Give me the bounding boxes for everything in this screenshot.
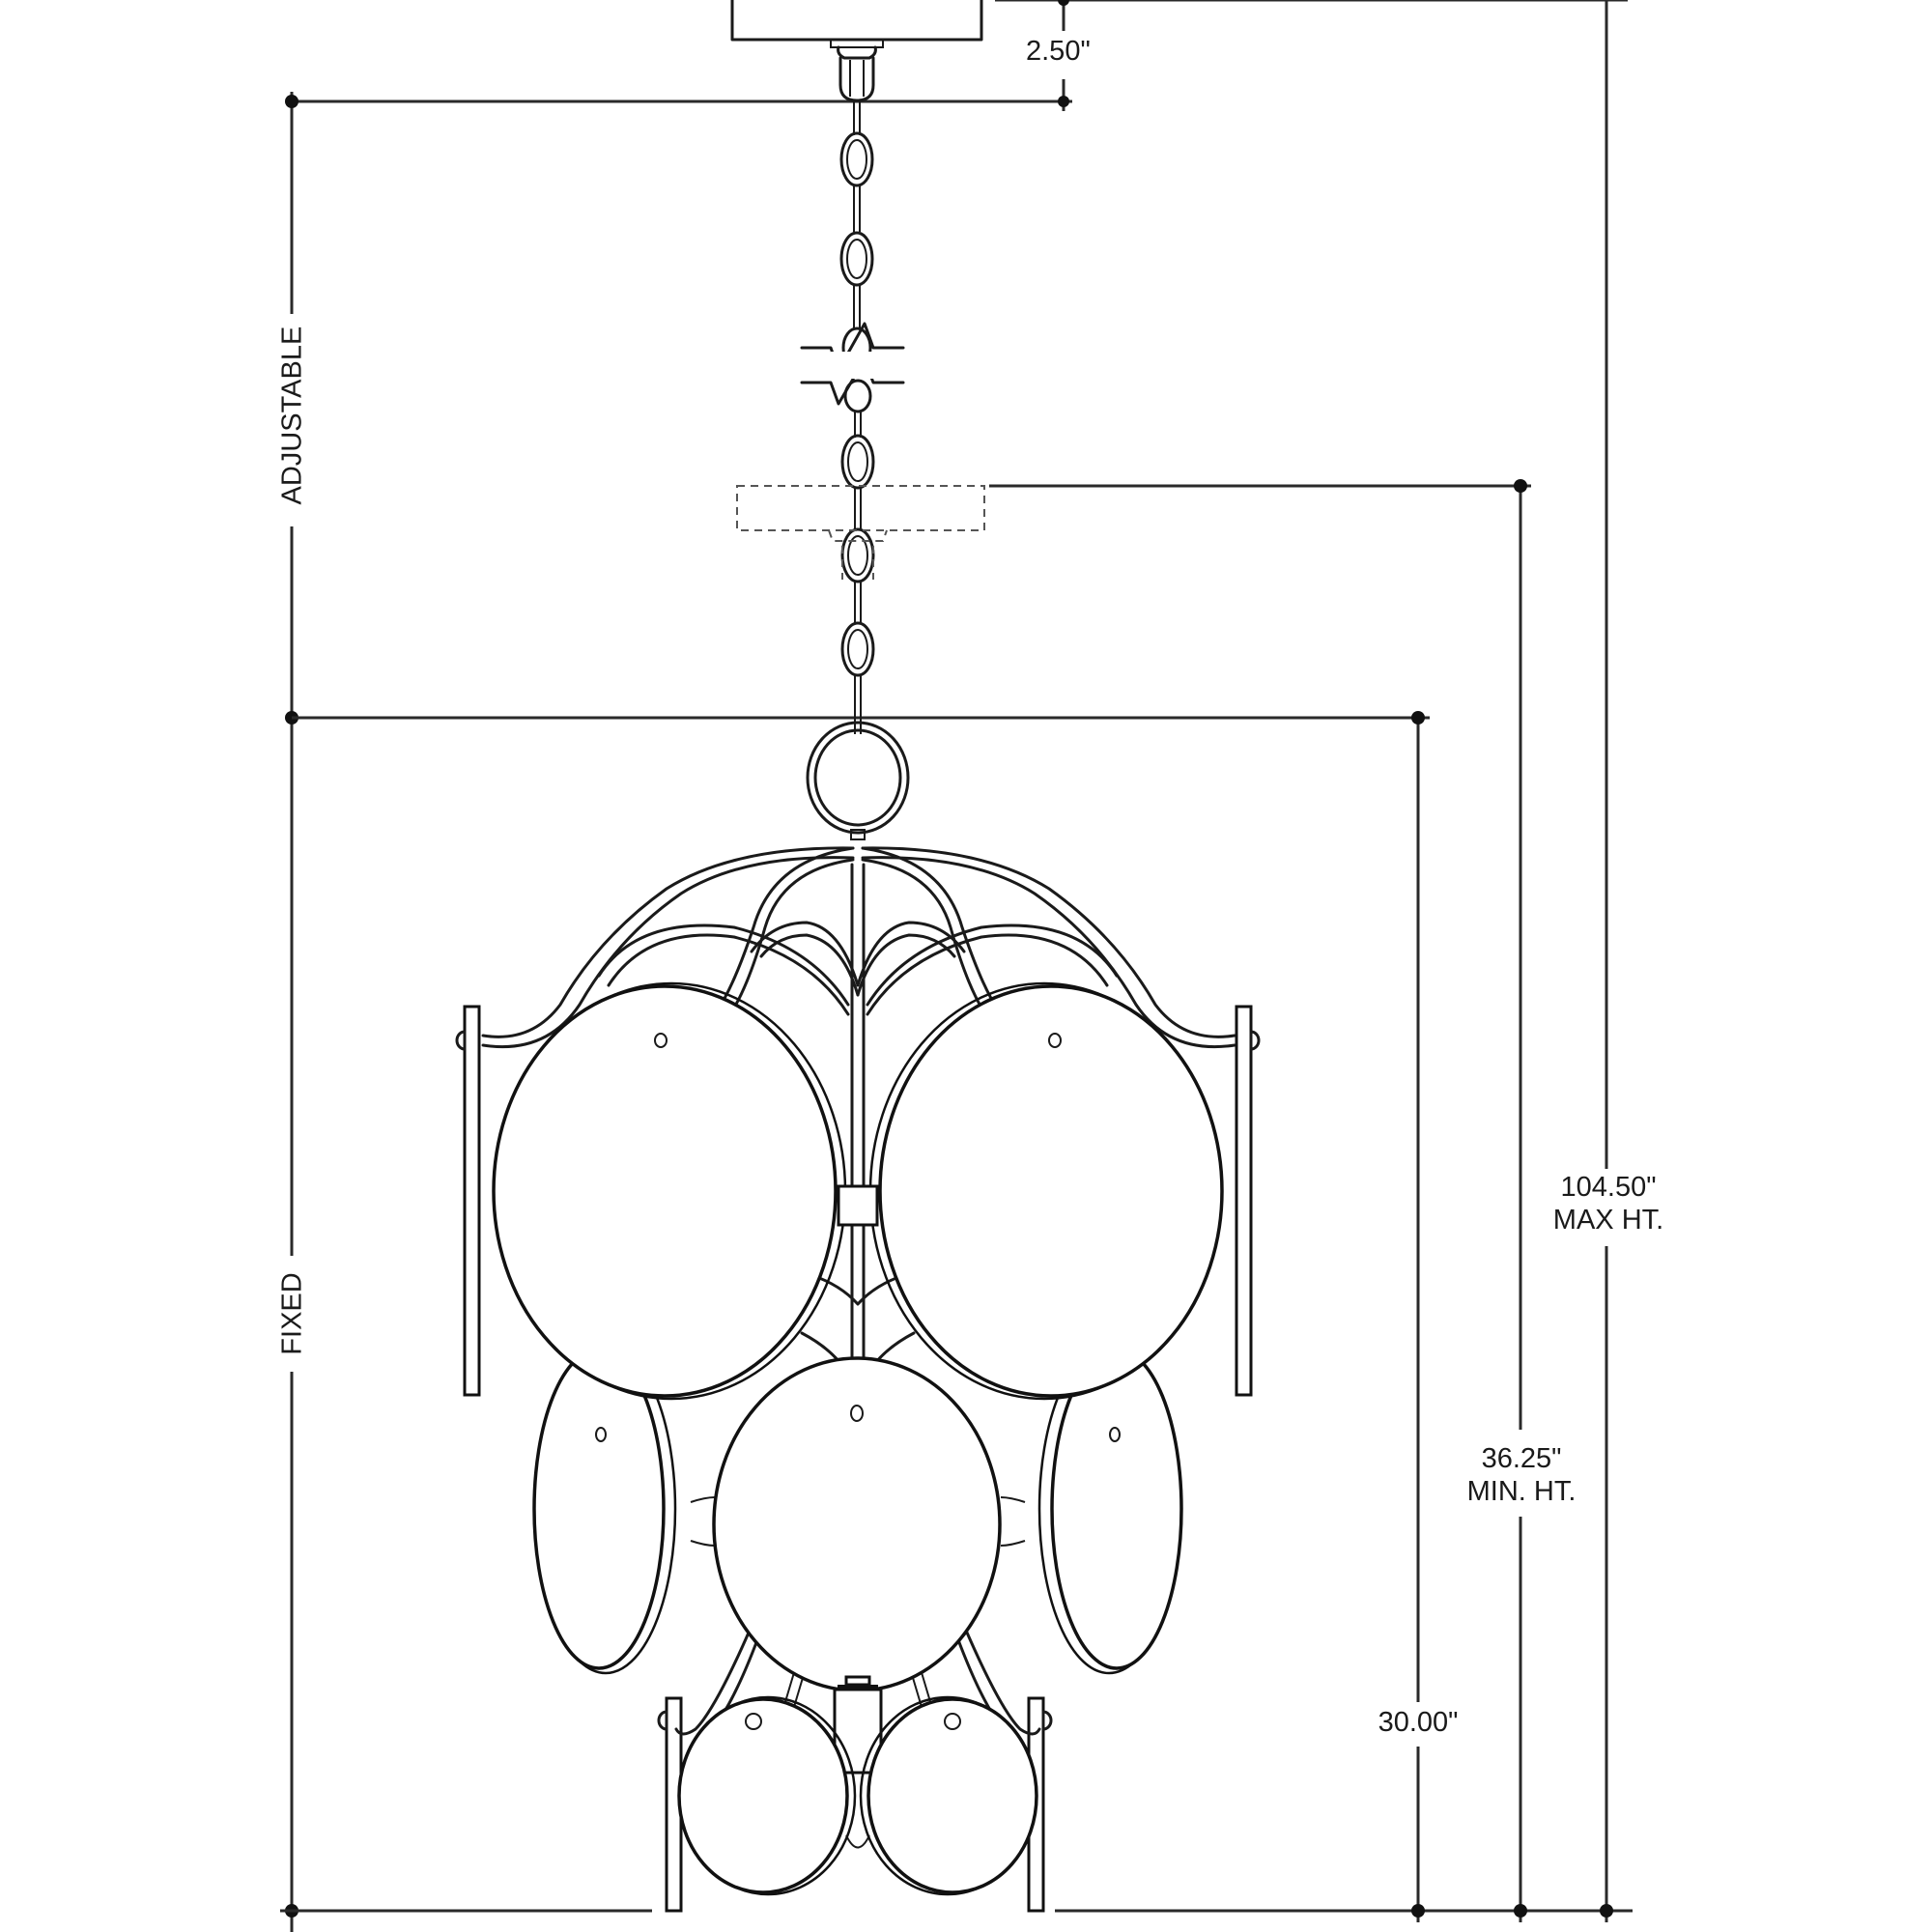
dimension-lines (280, 0, 1633, 1932)
disc-top-left (492, 981, 847, 1401)
top-ring (806, 721, 910, 840)
min-height-dimension: 36.25" MIN. HT. (1459, 1442, 1584, 1508)
disc-bottom-right (859, 1695, 1038, 1896)
adjustable-label: ADJUSTABLE (275, 326, 309, 505)
disc-bottom-left (677, 1695, 857, 1896)
max-height-value: 104.50" (1560, 1172, 1657, 1203)
ceiling-canopy (730, 0, 983, 102)
max-height-dimension: 104.50" MAX HT. (1550, 1171, 1666, 1236)
stem-collar (837, 1184, 879, 1227)
min-height-caption: MIN. HT. (1466, 1476, 1577, 1507)
fixed-label: FIXED (275, 1267, 309, 1360)
disc-center (712, 1356, 1002, 1692)
disc-top-right (868, 981, 1224, 1401)
canopy-height-label: 2.50" (1022, 35, 1094, 68)
body-height-label: 30.00" (1370, 1706, 1466, 1739)
max-height-caption: MAX HT. (1552, 1205, 1664, 1236)
min-height-value: 36.25" (1481, 1443, 1562, 1474)
chain (736, 100, 985, 734)
disc-mid-right (1037, 1343, 1183, 1675)
